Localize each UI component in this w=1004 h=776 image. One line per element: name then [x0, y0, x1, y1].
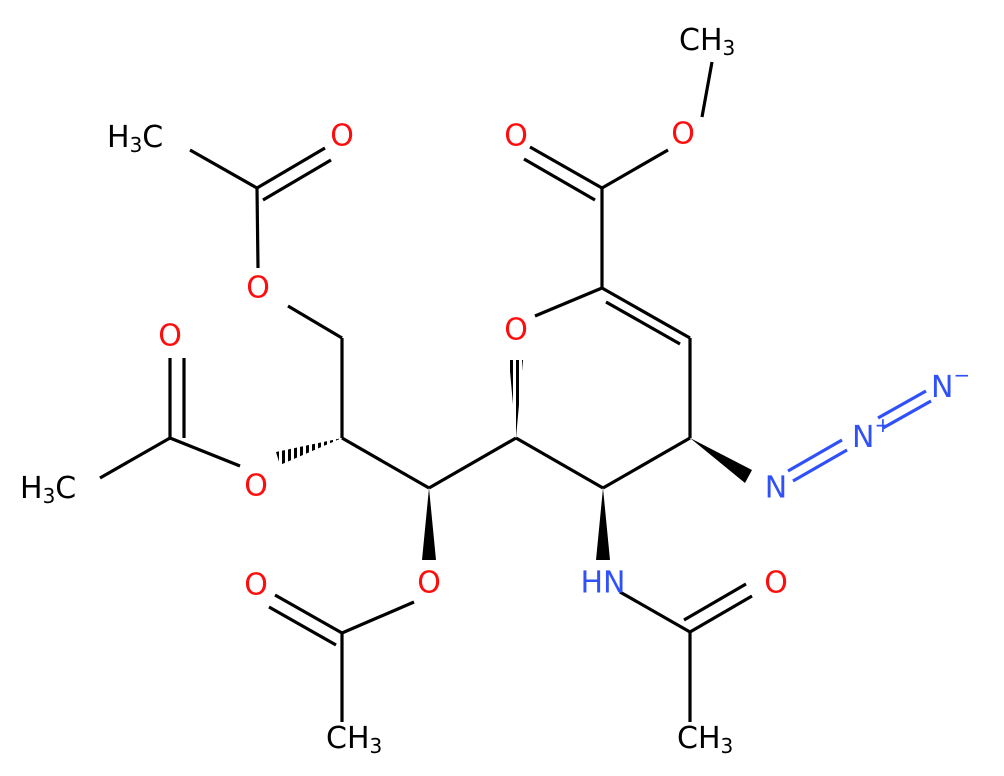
wedge-C7-O — [422, 488, 436, 560]
hash-C8-O — [276, 438, 342, 465]
bond-C4-C5 — [602, 436, 691, 490]
atom-acetyl2-carbonyl-o: O — [158, 319, 182, 354]
atom-azide-n3: N− — [931, 363, 970, 405]
atom-acetyl2-o: O — [244, 469, 268, 504]
hash-C6-ringO — [509, 360, 523, 438]
bond-esterC-Oalk — [601, 148, 669, 190]
atom-ester-methyl: CH3 — [679, 23, 735, 61]
atom-ester-carbonyl-o: O — [504, 119, 528, 154]
bond-C5-C6 — [515, 436, 604, 490]
bond-C9-O — [287, 304, 343, 340]
atom-acetyl3-o: O — [417, 566, 441, 601]
bond-N1-N2-a — [787, 438, 843, 473]
bond-acC1-O-double — [262, 158, 332, 202]
atom-acetyl2-methyl: H3C — [20, 471, 76, 509]
atom-acetyl1-carbonyl-o: O — [330, 119, 354, 154]
atom-acetyl1-methyl: H3C — [107, 120, 163, 158]
bond-C2-C3 — [601, 286, 691, 340]
wedge-C5-N — [596, 488, 610, 560]
atom-amide-o: O — [764, 566, 788, 601]
atom-acetyl3-carbonyl-o: O — [244, 568, 268, 603]
atom-azide-n2: N+ — [852, 413, 891, 455]
bond-C2-C3-double — [605, 300, 681, 346]
bond-amC-O — [689, 594, 753, 634]
atom-ester-o: O — [671, 117, 695, 152]
bonds — [99, 61, 932, 722]
bond-acC1-CH3 — [189, 148, 258, 190]
bond-acC1-O — [256, 146, 326, 190]
bond-esterC-O — [529, 145, 603, 190]
atom-acetyl1-o: O — [246, 271, 270, 306]
bond-amC-O-double — [683, 582, 747, 622]
bond-acC3-O-double — [268, 605, 337, 647]
bond-O7-C — [341, 600, 415, 635]
atom-acetyl3-methyl: CH3 — [326, 721, 382, 759]
atom-ring-o: O — [504, 313, 528, 348]
bond-esterC-O-double — [523, 157, 596, 202]
bond-C7-C8 — [341, 436, 430, 490]
bond-Oalk-CH3 — [700, 61, 714, 118]
bond-O8-C — [169, 436, 241, 468]
wedge-C4-N — [690, 438, 752, 483]
atom-azide-n1: N — [765, 471, 787, 506]
bond-N1-N2-b — [792, 448, 848, 483]
atom-amide-methyl: CH3 — [677, 721, 733, 759]
atom-labels: CH3 O O O H3C O O O H3C O O O CH3 HN O C… — [20, 23, 970, 759]
bond-C6-C7 — [428, 436, 517, 490]
atom-amide-nh: HN — [581, 566, 626, 601]
bond-O9-C — [255, 187, 260, 269]
bond-N2-N3-b — [882, 399, 932, 430]
bond-acC3-O — [274, 593, 343, 635]
bond-acC2-CH3 — [99, 436, 171, 480]
bond-ringO-C2 — [534, 286, 603, 318]
bond-N2-N3-a — [877, 389, 927, 420]
bond-NH-C — [619, 590, 691, 634]
